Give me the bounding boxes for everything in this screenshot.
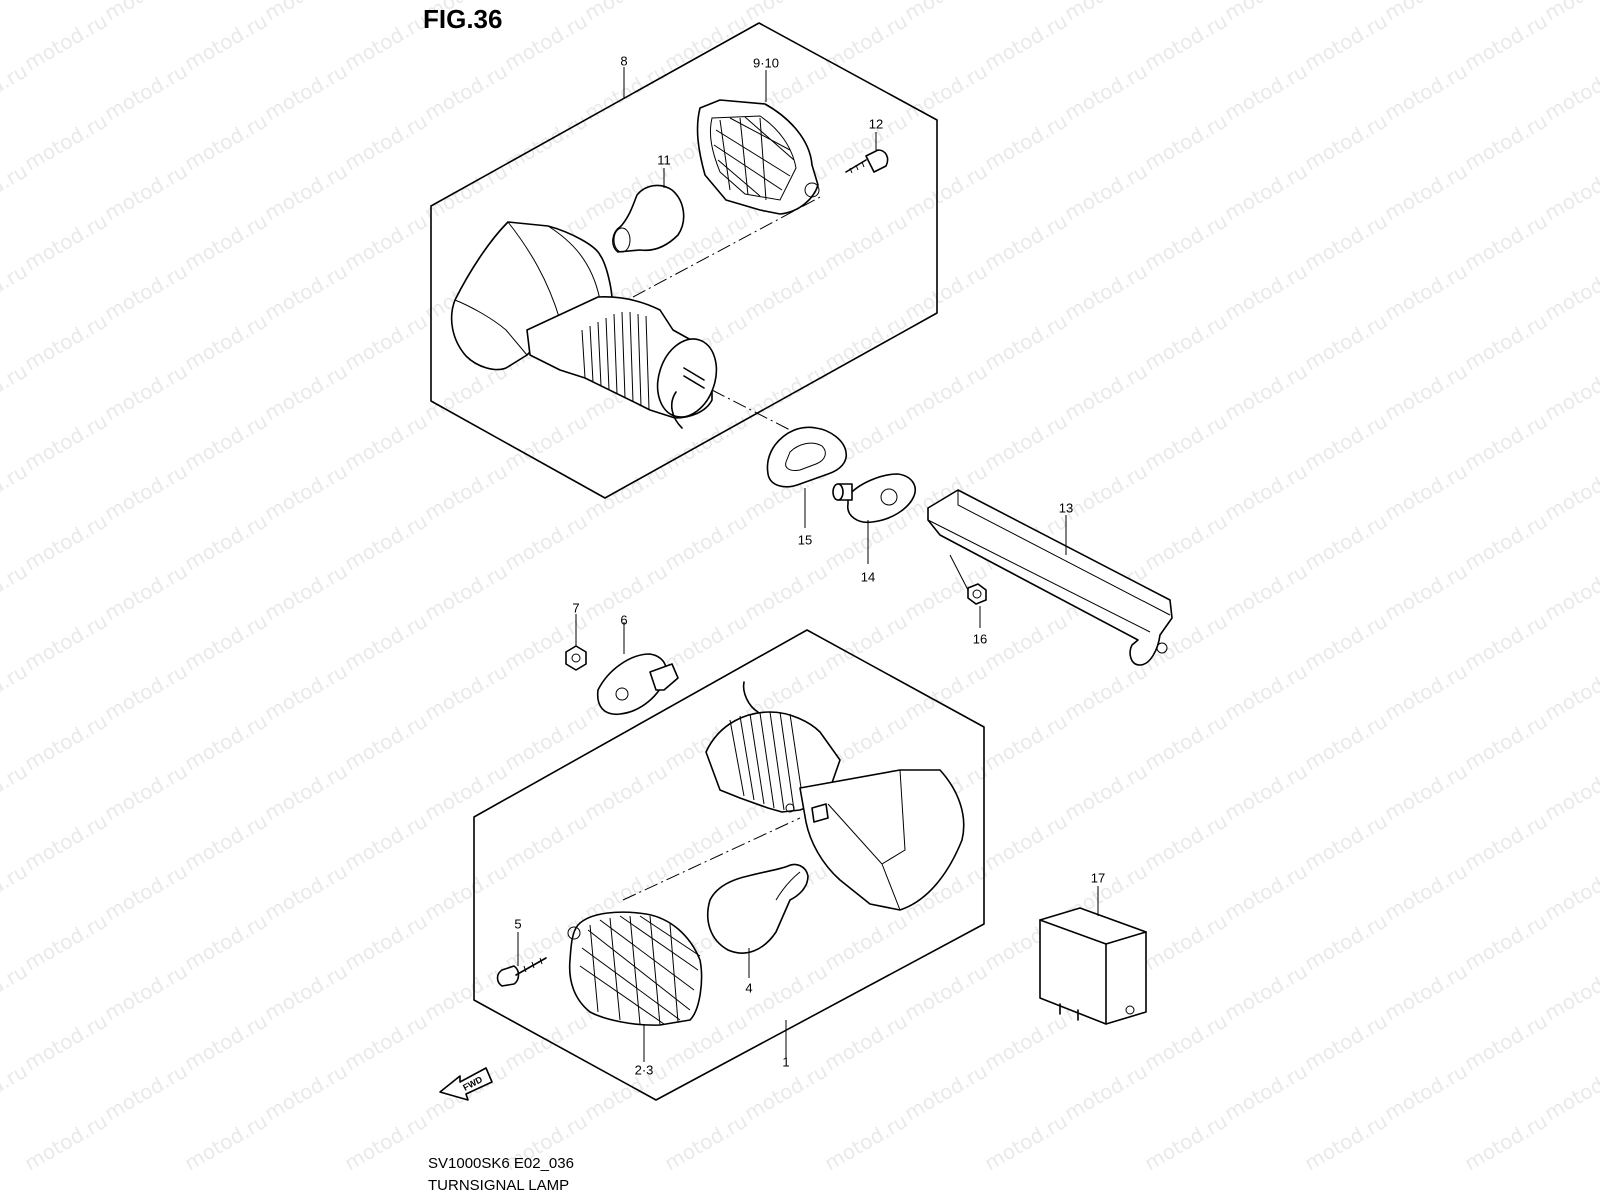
upper-lens [696,99,820,215]
lower-lens [567,911,703,1026]
callout-6: 6 [620,612,628,628]
callout-13: 13 [1058,500,1074,516]
diagram-caption: TURNSIGNAL LAMP [428,1177,570,1194]
mounting-plate-6 [596,653,679,715]
callout-9-10: 9·10 [752,55,780,71]
callout-17: 17 [1090,870,1106,886]
callout-8: 8 [620,53,628,69]
callout-4: 4 [745,980,753,996]
lower-assembly-frame [473,629,985,1101]
leader-lines [517,67,1099,1062]
diagram-code: SV1000SK6 E02_036 [428,1155,574,1172]
callout-15: 15 [797,532,813,548]
callout-11: 11 [657,152,671,168]
mounting-plate-14 [832,473,916,524]
nut-7 [565,645,587,671]
upper-screw [845,149,889,174]
lower-lamp-housing [705,681,965,911]
callout-7: 7 [572,600,580,616]
fwd-arrow: FWD [439,1067,493,1101]
callout-2-3: 2·3 [634,1062,654,1078]
upper-bulb [612,184,685,253]
callout-12: 12 [868,116,884,132]
nut-16 [949,554,987,605]
callout-1: 1 [782,1054,790,1070]
figure-title: FIG.36 [423,4,503,34]
bracket-13 [927,489,1173,666]
lower-screw [496,957,547,987]
callout-16: 16 [972,631,988,647]
upper-assembly-frame [430,22,938,499]
relay-17 [1039,907,1147,1025]
callout-14: 14 [860,569,876,585]
lower-bulb [706,863,809,954]
callout-5: 5 [514,916,522,932]
upper-lamp-housing [450,221,718,429]
gasket-15 [766,426,848,488]
